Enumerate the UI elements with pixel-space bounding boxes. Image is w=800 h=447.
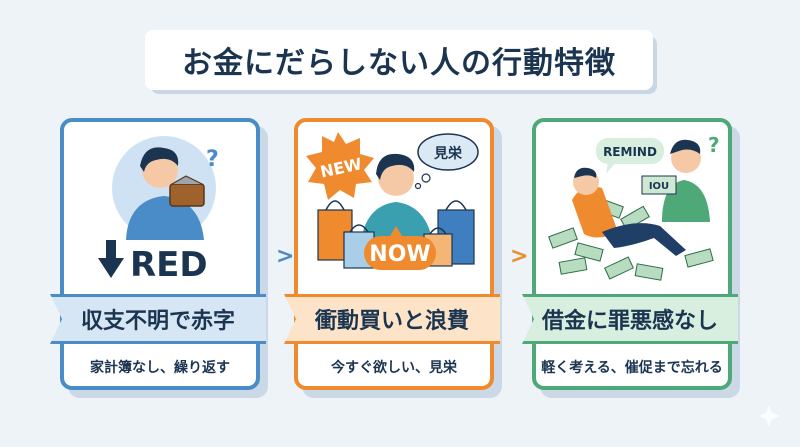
card-heading: 借金に罪悪感なし — [541, 309, 718, 334]
question-mark: ? — [206, 147, 219, 172]
card-heading: 衝動買いと浪費 — [314, 309, 469, 334]
wallet-icon — [169, 175, 205, 207]
red-label: RED — [130, 245, 208, 285]
chevron-right-icon: > — [276, 244, 295, 269]
confused-wallet-illustration: ? RED — [98, 136, 219, 285]
card-budget-deficit: ? RED 収支不明で赤字 家計簿なし、繰り返す — [50, 118, 268, 398]
card-subtext: 今すぐ欲しい、見栄 — [331, 360, 457, 376]
card-heading: 収支不明で赤字 — [80, 309, 235, 334]
iou-text: IOU — [649, 181, 669, 192]
card-impulse-buying: NEW 見栄 — [284, 118, 502, 398]
debt-illustration: REMIND ? IOU — [548, 133, 720, 281]
now-badge: NOW — [364, 226, 436, 270]
thought-bubble: 見栄 — [414, 133, 479, 190]
card-body: ? RED 収支不明で赤字 家計簿なし、繰り返す — [50, 118, 266, 390]
card-subtext: 軽く考える、催促まで忘れる — [541, 360, 723, 376]
remind-speech-bubble: REMIND — [596, 138, 664, 174]
banknote-icon — [548, 197, 714, 281]
shopping-illustration: NEW 見栄 — [306, 132, 479, 270]
page-title: お金にだらしない人の行動特徴 — [145, 30, 653, 90]
card-heading-ribbon: 衝動買いと浪費 — [284, 294, 500, 344]
iou-note-icon: IOU — [641, 175, 677, 195]
question-mark: ? — [708, 133, 720, 157]
card-debt-no-guilt: REMIND ? IOU — [522, 118, 740, 398]
card-subtext: 家計簿なし、繰り返す — [90, 360, 230, 376]
card-heading-ribbon: 借金に罪悪感なし — [522, 294, 738, 344]
shopping-bag-icon — [317, 200, 475, 269]
new-starburst-icon: NEW — [306, 132, 374, 200]
card-body: REMIND ? IOU — [522, 118, 738, 390]
sparkle-icon — [758, 405, 780, 427]
chevron-right-icon: > — [510, 244, 529, 269]
card-heading-ribbon: 収支不明で赤字 — [50, 294, 266, 344]
thought-text: 見栄 — [433, 145, 463, 162]
down-arrow-icon — [98, 240, 124, 278]
title-banner: お金にだらしない人の行動特徴 — [145, 30, 657, 94]
remind-text: REMIND — [603, 145, 657, 159]
card-body: NEW 見栄 — [284, 118, 500, 390]
now-badge-text: NOW — [369, 242, 430, 267]
